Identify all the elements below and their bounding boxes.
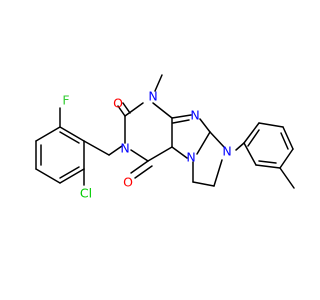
bond (59, 168, 85, 184)
bond (209, 131, 225, 148)
bond (279, 167, 295, 189)
molecule-structure: F Cl N N N N N O O (35, 74, 295, 201)
bond (258, 122, 284, 128)
bond (196, 131, 211, 155)
bond (280, 132, 289, 150)
bond (235, 142, 245, 151)
bond (172, 119, 190, 124)
methyl-nitrogen-label: N (148, 89, 157, 104)
top-carbonyl-oxygen-label: O (113, 96, 123, 111)
bond (59, 126, 85, 142)
bond (282, 126, 294, 150)
bond (258, 160, 277, 164)
bond (171, 114, 192, 119)
bond (154, 74, 163, 92)
bond (243, 142, 257, 166)
bonds (35, 74, 295, 189)
bond (108, 145, 123, 156)
bond (134, 165, 153, 179)
atom-labels: F Cl N N N N N O O (62, 89, 231, 201)
bond (130, 160, 149, 174)
fluorine-label: F (62, 93, 69, 108)
aryl-nitrogen-label: N (222, 144, 231, 159)
bond (59, 131, 80, 144)
bond (213, 159, 223, 187)
bond (247, 129, 260, 147)
bond (35, 126, 61, 142)
imide-nitrogen-label: N (120, 141, 129, 156)
bond (152, 102, 173, 119)
bond (130, 149, 149, 162)
bond (199, 118, 211, 133)
bond (83, 140, 110, 156)
bottom-carbonyl-oxygen-label: O (123, 175, 133, 190)
bond (192, 181, 215, 187)
bond (243, 122, 260, 144)
fused-nitrogen-label: N (186, 150, 195, 165)
bond (171, 146, 188, 159)
bond (122, 102, 131, 114)
chlorine-label: Cl (80, 186, 92, 201)
bond (35, 168, 61, 184)
bond (124, 102, 144, 117)
bond (117, 105, 126, 117)
imine-nitrogen-label: N (190, 108, 199, 123)
bond (59, 166, 80, 179)
bond (255, 164, 281, 169)
bond (147, 146, 173, 162)
bond (279, 148, 294, 169)
